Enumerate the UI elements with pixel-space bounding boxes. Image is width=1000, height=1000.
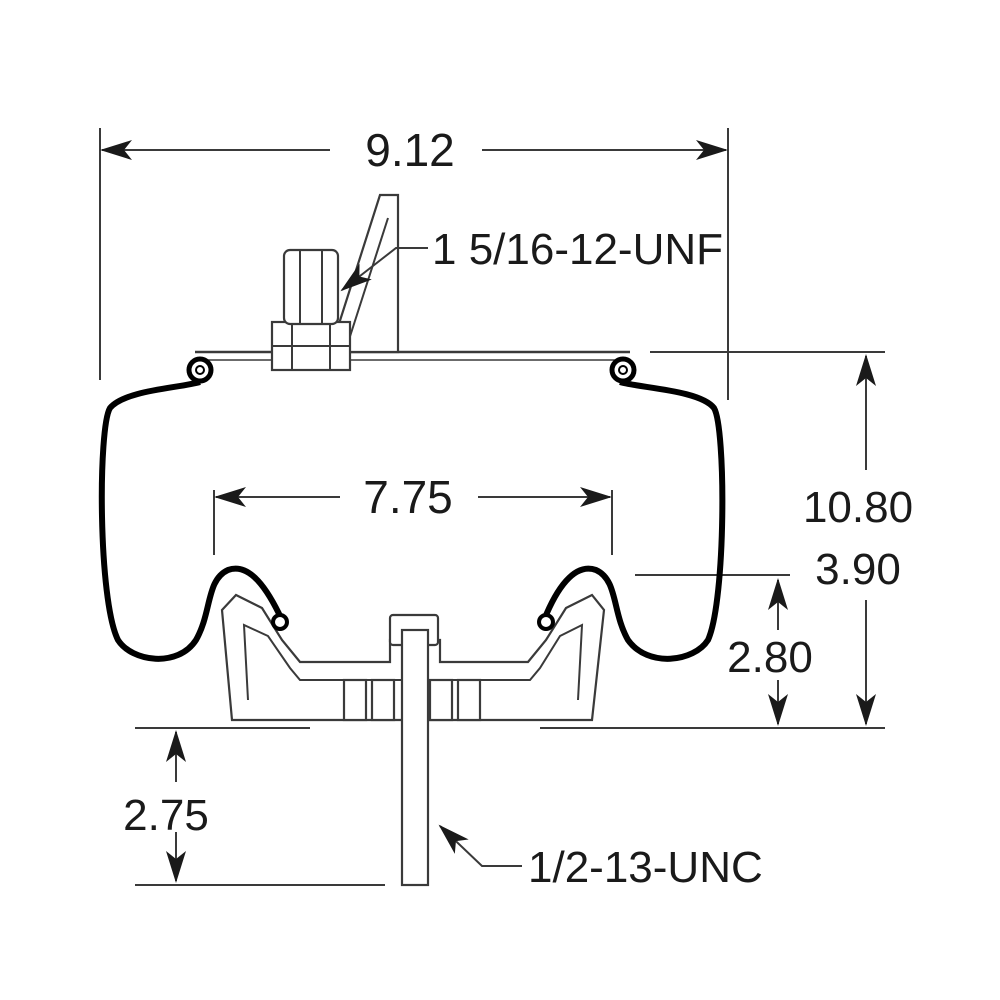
bottom-stud bbox=[388, 613, 440, 887]
overall-width-label: 9.12 bbox=[365, 124, 455, 176]
dimension-piston-width: 7.75 bbox=[214, 471, 612, 523]
dimension-stud-length: 2.75 bbox=[123, 730, 209, 883]
top-bead-plate bbox=[186, 350, 637, 384]
air-fitting bbox=[270, 193, 400, 372]
dimension-piston-height: 2.80 bbox=[727, 578, 813, 726]
rubber-bellows bbox=[98, 379, 726, 662]
piston-height-label: 2.80 bbox=[727, 633, 813, 682]
callout-bottom-thread: 1/2-13-UNC bbox=[438, 824, 763, 892]
top-thread-label: 1 5/16-12-UNF bbox=[432, 225, 723, 274]
bottom-thread-label: 1/2-13-UNC bbox=[528, 843, 763, 892]
piston-width-label: 7.75 bbox=[363, 471, 453, 523]
extension-lines bbox=[99, 128, 885, 886]
design-height-label: 10.80 bbox=[803, 483, 913, 532]
stud-length-label: 2.75 bbox=[123, 791, 209, 840]
dimension-design-height: 10.80 3.90 bbox=[803, 354, 913, 726]
min-height-label: 3.90 bbox=[815, 545, 901, 594]
callout-top-thread: 1 5/16-12-UNF bbox=[340, 225, 723, 292]
dimension-overall-width: 9.12 bbox=[100, 124, 728, 176]
